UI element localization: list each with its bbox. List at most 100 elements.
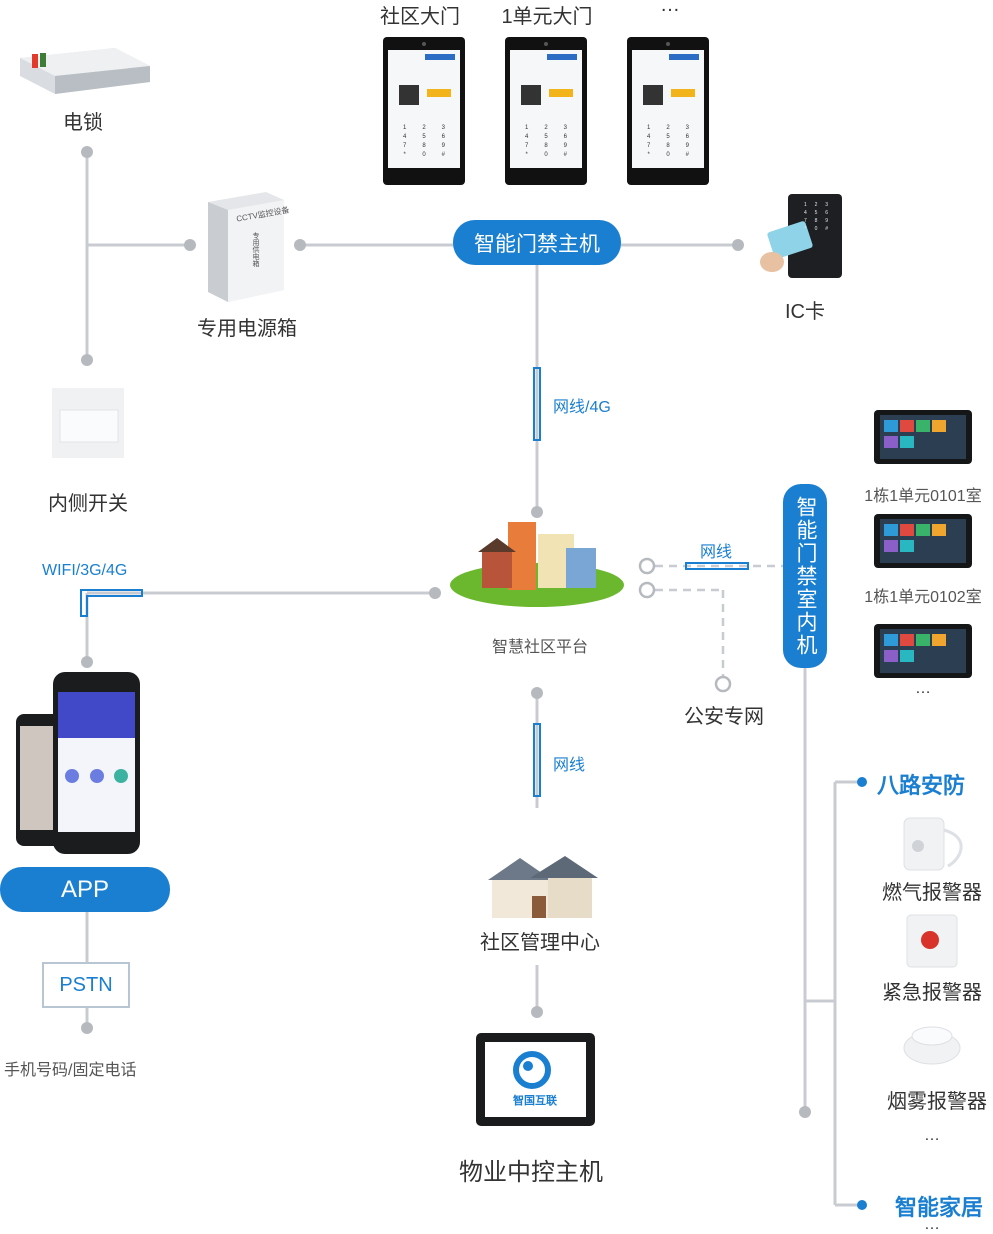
label-property-host: 物业中控主机 <box>459 1159 603 1186</box>
key-8: 8 <box>422 143 426 149</box>
key-hash: # <box>685 152 689 158</box>
key-9: 9 <box>563 143 567 149</box>
indoor-monitor-2 <box>874 514 972 568</box>
label-phone-number: 手机号码/固定电话 <box>4 1062 137 1079</box>
key-5: 5 <box>666 134 670 140</box>
label-inner-switch: 内侧开关 <box>48 493 128 515</box>
reader-key-2: 2 <box>814 202 818 208</box>
connection-dots <box>81 146 867 1210</box>
key-5: 5 <box>544 134 548 140</box>
management-center-icon <box>488 856 598 918</box>
key-8: 8 <box>666 143 670 149</box>
key-0: 0 <box>544 152 548 158</box>
reader-key-4: 4 <box>803 210 807 216</box>
reader-key-9: 9 <box>825 218 829 224</box>
open-dots <box>638 557 732 693</box>
key-7: 7 <box>402 143 407 149</box>
link-markers <box>80 367 749 797</box>
label-ic-card: IC卡 <box>785 301 825 323</box>
key-9: 9 <box>685 143 689 149</box>
key-6: 6 <box>563 134 567 140</box>
key-7: 7 <box>646 143 651 149</box>
label-community-gate: 社区大门 <box>380 6 460 28</box>
key-1: 1 <box>646 125 651 131</box>
label-wifi: WIFI/3G/4G <box>42 562 128 579</box>
key-4: 4 <box>402 134 407 140</box>
key-2: 2 <box>666 125 670 131</box>
smoke-alarm-icon <box>903 1026 961 1065</box>
key-4: 4 <box>646 134 651 140</box>
key-3: 3 <box>441 125 445 131</box>
key-4: 4 <box>524 134 529 140</box>
indoor-monitor-3 <box>874 624 972 678</box>
door-terminal-2 <box>505 37 587 185</box>
reader-key-8: 8 <box>814 218 818 224</box>
reader-key-5: 5 <box>814 210 818 216</box>
app-node: APP <box>0 867 170 912</box>
key-7: 7 <box>524 143 529 149</box>
inner-switch-icon <box>52 388 124 458</box>
app-phones-icon <box>16 672 140 854</box>
label-management-center: 社区管理中心 <box>480 932 600 954</box>
key-8: 8 <box>544 143 548 149</box>
reader-key-7: 7 <box>803 218 807 224</box>
property-host-brand: 智国互联 <box>513 1095 557 1107</box>
label-room-0101: 1栋1单元0101室 <box>864 488 982 505</box>
indoor-monitor-1 <box>874 410 972 464</box>
key-0: 0 <box>422 152 426 158</box>
label-more-gates: … <box>660 0 680 16</box>
label-smart-home-more: … <box>924 1216 940 1233</box>
connection-lines <box>85 152 862 1207</box>
key-star: * <box>525 152 528 158</box>
key-3: 3 <box>563 125 567 131</box>
community-platform-icon <box>450 522 624 607</box>
key-5: 5 <box>422 134 426 140</box>
key-2: 2 <box>422 125 426 131</box>
emergency-alarm-icon <box>906 914 958 968</box>
key-6: 6 <box>441 134 445 140</box>
key-9: 9 <box>441 143 445 149</box>
key-hash: # <box>441 152 445 158</box>
pstn-node: PSTN <box>42 962 130 1008</box>
property-host-icon <box>476 1033 595 1126</box>
smart-home-title: 智能家居 <box>895 1195 984 1220</box>
reader-key-star: * <box>804 226 807 232</box>
label-platform: 智慧社区平台 <box>491 639 589 656</box>
security-title: 八路安防 <box>877 773 966 798</box>
gas-alarm-icon <box>903 817 963 871</box>
power-box-icon <box>208 192 284 302</box>
label-emergency-alarm: 紧急报警器 <box>882 982 982 1004</box>
reader-key-6: 6 <box>825 210 829 216</box>
label-power-box: 专用电源箱 <box>197 318 297 340</box>
key-hash: # <box>563 152 567 158</box>
label-room-0102: 1栋1单元0102室 <box>864 589 982 606</box>
label-police-network: 公安专网 <box>684 706 764 728</box>
label-security-more: … <box>924 1127 940 1144</box>
door-terminal-3 <box>627 37 709 185</box>
label-net-bottom: 网线 <box>553 757 586 774</box>
label-net-right: 网线 <box>700 544 733 561</box>
label-gas-alarm: 燃气报警器 <box>882 882 982 904</box>
electric-lock-icon <box>20 48 150 94</box>
label-electric-lock: 电锁 <box>63 112 103 134</box>
label-unit1-gate: 1单元大门 <box>501 6 593 28</box>
door-host-node: 智能门禁主机 <box>453 220 621 265</box>
key-3: 3 <box>685 125 689 131</box>
key-star: * <box>403 152 406 158</box>
indoor-unit-node: 智能门禁室内机 <box>783 484 827 668</box>
key-1: 1 <box>524 125 529 131</box>
label-net-4g: 网线/4G <box>553 399 611 416</box>
door-terminal-1 <box>383 37 465 185</box>
key-0: 0 <box>666 152 670 158</box>
reader-key-3: 3 <box>825 202 829 208</box>
label-room-more: … <box>915 680 931 697</box>
label-smoke-alarm: 烟雾报警器 <box>887 1091 987 1113</box>
reader-key-1: 1 <box>803 202 807 208</box>
ic-card-reader-icon <box>760 194 842 278</box>
key-star: * <box>647 152 650 158</box>
